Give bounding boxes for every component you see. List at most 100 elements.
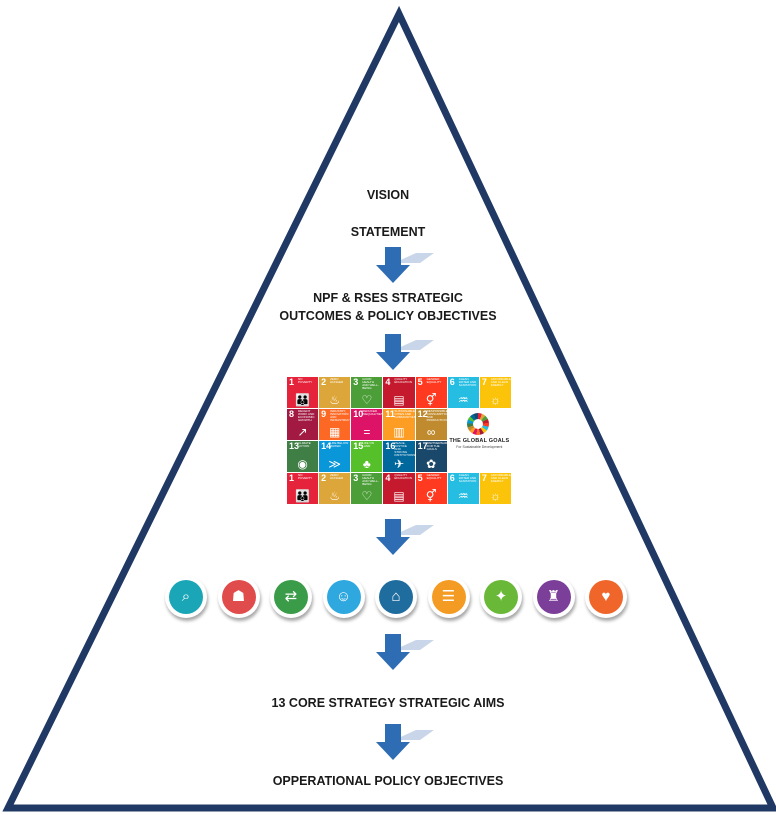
npf-rses-label-line2: OUTCOMES & POLICY OBJECTIVES <box>279 309 497 323</box>
infinity-icon: ∞ <box>426 425 436 439</box>
operational-policy-label: OPPERATIONAL POLICY OBJECTIVES <box>272 774 504 788</box>
sdg-tile-title: Reduced Inequalities <box>362 409 383 416</box>
strategic-aim-icons-row: ⌕ ☗ ⇄ ☺ ⌂ ☰ ✦ ♜ ♥ <box>165 576 627 624</box>
sdg-tile: 15Life On Land♣ <box>351 441 383 472</box>
sdg-wheel-icon <box>466 413 489 435</box>
strategic-aim-badge: ⌂ <box>375 576 417 618</box>
strategic-aim-badge: ✦ <box>480 576 522 618</box>
sdg-tile-number: 2 <box>321 377 327 387</box>
sdg-tile: 2Zero Hunger ♨ <box>319 473 351 504</box>
book-icon: ▤ <box>393 393 405 407</box>
sdg-tile-title: Good Health and Well-Being <box>362 377 379 390</box>
gender-icon: ⚥ <box>425 489 437 503</box>
core-strategy-aims-label: 13 CORE STRATEGY STRATEGIC AIMS <box>271 696 505 710</box>
sdg-tile-title: Climate Action <box>298 441 311 448</box>
sdg-tile: 9Industry, Innovation and Infrastructure… <box>319 409 351 440</box>
sdg-tile: 11Sustainable Cities and Communities ▥ <box>383 409 415 440</box>
strategic-aim-badge: ♜ <box>532 576 575 618</box>
strategic-aim-disc <box>379 580 413 614</box>
sdg-tile-number: 10 <box>353 409 364 419</box>
sdg-tile-title: Quality Education <box>394 377 412 384</box>
strategic-aim-disc <box>431 580 466 614</box>
magnifier-icon: ⌕ <box>181 588 191 605</box>
sdg-tile-title: Quality Education <box>394 473 412 480</box>
sdg-tile-title: Good Health and Well-Being <box>362 473 379 486</box>
sdg-tile: 5Gender Equality⚥ <box>415 377 447 408</box>
down-arrow-icon <box>376 519 434 555</box>
sdg-tile-number: 6 <box>449 473 455 483</box>
sdg-tile: 4Quality Education ▤ <box>383 377 415 408</box>
sdg-tile-title: Zero Hunger <box>330 473 344 480</box>
sdg-tile-title: Responsible Consumption and Production <box>426 409 447 422</box>
growth-icon: ↗ <box>297 425 308 439</box>
bowl-icon: ♨ <box>329 489 341 503</box>
sdg-tile: 4Quality Education▤ <box>383 473 415 504</box>
sdg-tile-title: Gender Equality <box>426 377 442 384</box>
sdg-tile-number: 4 <box>385 377 391 387</box>
bowl-icon: ♨ <box>329 393 341 407</box>
sdg-tile: 6Clean Water and Sanitation♒ <box>447 473 479 504</box>
sdg-tile: 17Partnerships for the Goals ✿ <box>415 441 447 472</box>
heartbeat-icon: ♡ <box>361 393 373 407</box>
sdg-tile: 1No Poverty👪 <box>287 377 319 408</box>
strategic-aim-badge: ⇄ <box>270 576 312 618</box>
people-icon: 👪 <box>295 489 311 503</box>
sdg-tile-title: Sustainable Cities and Communities <box>394 409 415 419</box>
sdg-tile-number: 17 <box>417 441 428 451</box>
heartbeat-icon: ♡ <box>361 489 373 503</box>
sun-icon: ☼ <box>489 489 501 503</box>
global-goals-logo: THE GLOBAL GOALS For Sustainable Develop… <box>447 409 511 472</box>
sdg-tile: 3Good Health and Well-Being♡ <box>351 377 383 408</box>
gender-icon: ⚥ <box>425 393 437 407</box>
sdg-tile-number: 1 <box>289 473 295 483</box>
npf-rses-label-line1: NPF & RSES STRATEGIC <box>313 291 463 305</box>
vision-label: VISION <box>366 188 410 202</box>
eye-icon: ◉ <box>297 457 308 471</box>
city-icon: ▥ <box>393 425 405 439</box>
sdg-tile-title: Decent Work and Economic Growth <box>298 409 315 422</box>
sdg-tile-title: Industry, Innovation and Infrastructure <box>330 409 350 422</box>
graduate-icon: ☗ <box>231 588 246 605</box>
sdg-tile-number: 4 <box>385 473 391 483</box>
sdg-tile-title: Affordable and Clean Energy <box>490 473 511 483</box>
sdg-global-goals-grid: THE GLOBAL GOALS For Sustainable Develop… <box>287 377 511 504</box>
infrastructure-icon: ⌂ <box>391 588 401 605</box>
global-goals-subtitle: For Sustainable Development <box>456 445 503 449</box>
sdg-tile-title: Gender Equality <box>426 473 442 480</box>
pyramid-outline <box>2 5 776 812</box>
strategic-aim-badge: ☗ <box>217 576 260 618</box>
global-goals-title: THE GLOBAL GOALS <box>449 438 510 444</box>
strategic-aim-disc <box>169 580 203 614</box>
tree-icon: ♣ <box>362 457 371 471</box>
enterprise-icon: ☰ <box>441 588 456 605</box>
sdg-tile-number: 7 <box>481 377 487 387</box>
sdg-tile-number: 11 <box>385 409 395 419</box>
strategic-aim-disc <box>484 580 518 614</box>
water-icon: ♒ <box>457 393 469 407</box>
flower-icon: ✿ <box>426 457 437 471</box>
fish-icon: ≫ <box>328 457 341 471</box>
sdg-tile-title: Peace, Justice and Strong Institutions <box>394 441 415 457</box>
sdg-tile-number: 12 <box>417 409 428 419</box>
community-icon: ☺ <box>335 588 352 605</box>
sdg-tile-number: 14 <box>321 441 332 451</box>
sdg-tile-title: Partnerships for the Goals <box>426 441 447 451</box>
strategic-aim-disc <box>589 580 623 614</box>
sdg-tile-title: Clean Water and Sanitation <box>458 377 477 387</box>
sdg-tile-number: 9 <box>321 409 327 419</box>
cubes-icon: ▦ <box>329 425 341 439</box>
strategic-aim-disc <box>326 580 361 614</box>
sdg-tile: 10Reduced Inequalities= <box>351 409 383 440</box>
wellbeing-icon: ♥ <box>601 588 611 605</box>
sdg-tile-number: 6 <box>449 377 455 387</box>
strategic-aim-disc <box>536 580 571 614</box>
sdg-tile: 1No Poverty👪 <box>287 473 319 504</box>
sdg-tile-title: Zero Hunger <box>330 377 344 384</box>
down-arrow-icon <box>376 634 434 670</box>
sdg-tile-number: 2 <box>321 473 327 483</box>
energy-icon: ✦ <box>494 588 508 605</box>
down-arrow-icon <box>376 724 434 760</box>
sdg-tile: 2Zero Hunger ♨ <box>319 377 351 408</box>
down-arrow-icon <box>376 334 434 370</box>
